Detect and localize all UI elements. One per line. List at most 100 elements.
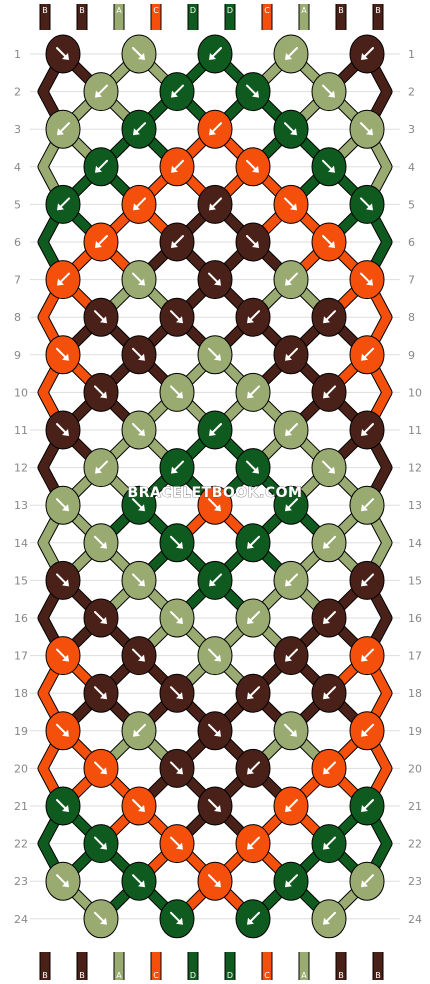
row-number-left: 9 xyxy=(14,349,21,362)
knot xyxy=(45,335,81,375)
row-number-right: 6 xyxy=(408,236,415,249)
knot-arrowhead-icon xyxy=(138,504,145,512)
knot-arrowhead-icon xyxy=(323,316,330,324)
knot-arrowhead-icon xyxy=(214,654,221,662)
knot xyxy=(273,636,309,676)
knot xyxy=(235,748,271,788)
row-number-left: 10 xyxy=(14,386,28,399)
knot xyxy=(45,485,81,525)
knot xyxy=(83,748,119,788)
row-number-right: 8 xyxy=(408,311,415,324)
knot-arrowhead-icon xyxy=(133,729,140,737)
knot xyxy=(311,899,347,939)
thread-letter-label: A xyxy=(301,971,307,980)
row-number-right: 15 xyxy=(408,574,422,587)
knot xyxy=(121,786,157,826)
knot xyxy=(235,899,271,939)
knot xyxy=(349,410,385,450)
thread-letter-label: C xyxy=(153,6,159,15)
knot-grid xyxy=(45,34,385,939)
row-number-right: 13 xyxy=(408,499,422,512)
knot-arrowhead-icon xyxy=(62,353,69,361)
knot-arrowhead-icon xyxy=(62,805,69,812)
row-number-right: 22 xyxy=(408,838,422,851)
knot xyxy=(311,523,347,563)
knot-arrowhead-icon xyxy=(57,128,64,136)
row-number-left: 11 xyxy=(14,424,28,437)
knot xyxy=(311,673,347,713)
knot-arrowhead-icon xyxy=(176,842,183,850)
knot-arrowhead-icon xyxy=(138,579,145,587)
knot xyxy=(83,523,119,563)
knot-arrowhead-icon xyxy=(209,128,216,136)
knot xyxy=(83,222,119,262)
row-number-right: 9 xyxy=(408,349,415,362)
knot-arrowhead-icon xyxy=(138,805,145,812)
knot xyxy=(159,372,195,412)
knot xyxy=(159,673,195,713)
knot xyxy=(83,147,119,187)
watermark: BRACELETBOOK.COM xyxy=(128,485,303,501)
knot xyxy=(121,34,157,74)
knot xyxy=(197,410,233,450)
knot-arrowhead-icon xyxy=(323,692,330,700)
knot-arrowhead-icon xyxy=(176,917,183,925)
knot xyxy=(273,109,309,149)
knot-arrowhead-icon xyxy=(247,541,254,549)
knot-arrowhead-icon xyxy=(247,917,254,925)
row-number-left: 6 xyxy=(14,236,21,249)
row-number-right: 4 xyxy=(408,161,415,174)
knot-arrowhead-icon xyxy=(100,692,107,700)
knot xyxy=(159,222,195,262)
knot xyxy=(235,222,271,262)
thread-letter-label: D xyxy=(227,6,233,15)
knot-arrowhead-icon xyxy=(361,729,368,737)
knot-arrowhead-icon xyxy=(247,767,254,775)
knot-arrowhead-icon xyxy=(252,165,259,173)
knot-arrowhead-icon xyxy=(247,692,254,700)
knot-arrowhead-icon xyxy=(138,429,145,436)
knot xyxy=(45,410,81,450)
knot xyxy=(45,260,81,300)
knot-arrowhead-icon xyxy=(138,880,145,888)
knot-arrowhead-icon xyxy=(62,53,69,60)
knot-arrowhead-icon xyxy=(138,353,145,361)
row-number-left: 20 xyxy=(14,762,28,775)
row-number-right: 11 xyxy=(408,424,422,437)
thread-letter-label: B xyxy=(338,6,344,15)
knot xyxy=(159,899,195,939)
knot-arrowhead-icon xyxy=(100,842,107,850)
knot xyxy=(349,335,385,375)
knot xyxy=(197,711,233,751)
knot-arrowhead-icon xyxy=(57,278,64,286)
row-number-left: 18 xyxy=(14,687,28,700)
knot xyxy=(311,824,347,864)
knot-arrowhead-icon xyxy=(323,541,330,549)
row-number-left: 19 xyxy=(14,725,28,738)
knot xyxy=(83,899,119,939)
knot xyxy=(349,786,385,826)
knot-arrowhead-icon xyxy=(100,391,107,399)
knot xyxy=(197,560,233,600)
row-number-right: 21 xyxy=(408,800,422,813)
row-number-left: 1 xyxy=(14,48,21,61)
knot-arrowhead-icon xyxy=(285,53,292,60)
knot xyxy=(273,786,309,826)
knot xyxy=(45,34,81,74)
row-number-left: 13 xyxy=(14,499,28,512)
knot xyxy=(121,485,157,525)
thread-letter-label: B xyxy=(375,6,381,15)
knot xyxy=(159,448,195,488)
row-number-left: 24 xyxy=(14,913,28,926)
knot-arrowhead-icon xyxy=(366,278,373,286)
knot-arrowhead-icon xyxy=(171,466,178,474)
knot-arrowhead-icon xyxy=(361,353,368,361)
row-number-left: 3 xyxy=(14,123,21,136)
knot-arrowhead-icon xyxy=(100,767,107,775)
knot xyxy=(235,448,271,488)
knot-arrowhead-icon xyxy=(209,429,216,436)
row-number-left: 7 xyxy=(14,274,21,287)
knot-arrowhead-icon xyxy=(285,880,292,888)
knot-arrowhead-icon xyxy=(176,541,183,549)
